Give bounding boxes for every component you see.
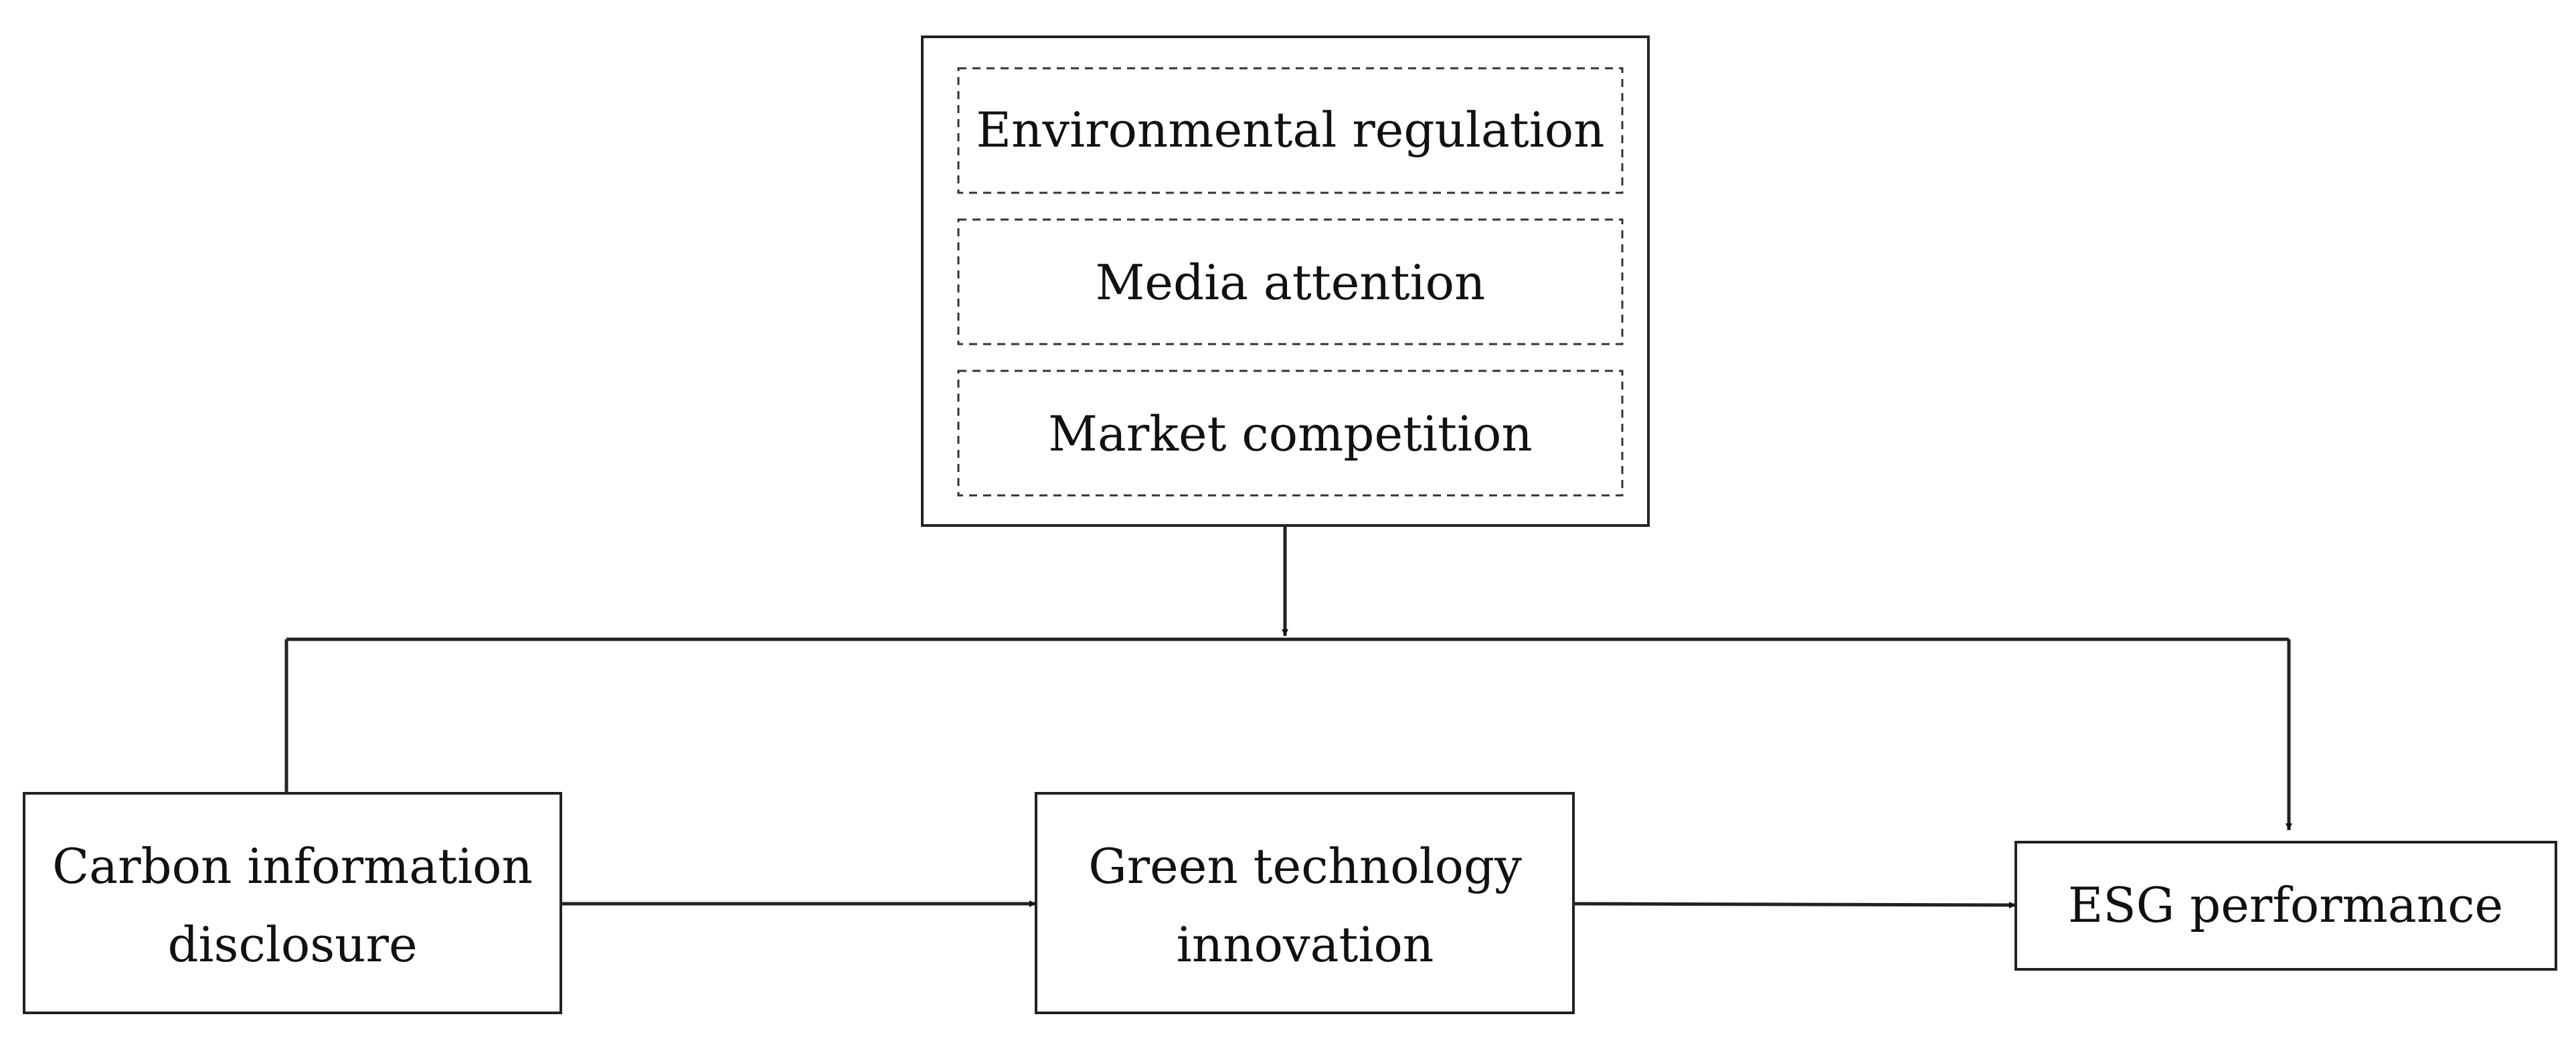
- node-box-carbon: [23, 792, 562, 1014]
- node-label-esg: ESG performance: [2068, 877, 2503, 933]
- node-label-carbon-line1: Carbon information: [52, 838, 533, 894]
- node-green-technology-innovation: Green technology innovation: [1035, 792, 1575, 1014]
- node-label-green-line2: innovation: [1177, 916, 1434, 973]
- node-esg-performance: ESG performance: [2014, 841, 2557, 971]
- arrow-green-to-esg: [1574, 901, 2016, 908]
- node-label-carbon-line2: disclosure: [167, 916, 417, 973]
- node-carbon-information-disclosure: Carbon information disclosure: [23, 792, 562, 1014]
- node-box-green: [1035, 792, 1575, 1014]
- moderator-label-market-competition: Market competition: [1048, 406, 1532, 462]
- node-box-esg: [2014, 841, 2557, 971]
- node-label-green-line1: Green technology: [1088, 838, 1522, 894]
- moderator-outer-box: [921, 35, 1650, 527]
- moderator-group: Environmental regulation Media attention…: [921, 35, 1650, 527]
- moderator-label-environmental-regulation: Environmental regulation: [976, 102, 1605, 158]
- moderator-label-media-attention: Media attention: [1096, 254, 1486, 311]
